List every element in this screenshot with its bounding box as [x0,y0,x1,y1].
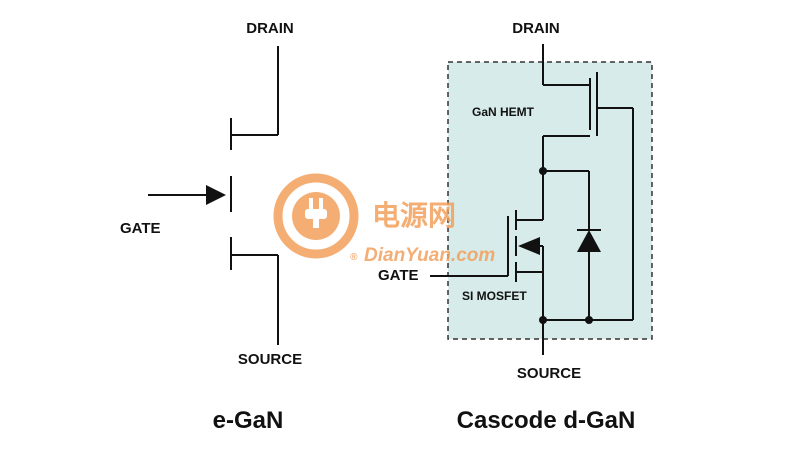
egan-gate-arrow-icon [206,185,226,205]
cascode-source-label: SOURCE [517,365,581,382]
watermark-cn: 电源网 [372,199,456,232]
mosfet-body-arrow-icon [518,237,540,255]
si-mosfet-label: SI MOSFET [462,289,527,303]
junction-dot-bottom-right [585,316,593,324]
egan-gate-label: GATE [120,220,161,237]
diode-icon [577,230,601,252]
cascode-drain-label: DRAIN [512,20,560,37]
watermark-en: DianYuan.com [364,245,495,266]
egan-drain-label: DRAIN [246,20,294,37]
gan-hemt-label: GaN HEMT [472,105,535,119]
egan-caption: e-GaN [213,407,284,434]
junction-dot-bottom-left [539,316,547,324]
watermark-registered: ® [350,252,358,263]
junction-dot-mid [539,167,547,175]
egan-symbol [148,46,279,345]
egan-source-label: SOURCE [238,351,302,368]
plug-icon [273,173,359,259]
cascode-caption: Cascode d-GaN [457,407,636,434]
watermark: 电源网 ® DianYuan.com [273,173,495,266]
cascode-gate-label: GATE [378,267,419,284]
